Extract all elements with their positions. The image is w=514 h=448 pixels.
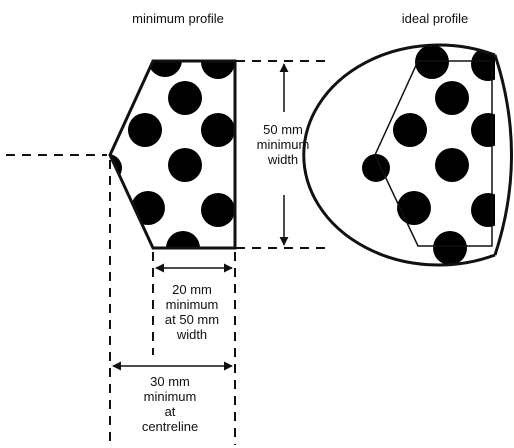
dim-50-line-2: minimum bbox=[256, 137, 310, 152]
dim-30-label: 30 mm minimum at centreline bbox=[118, 374, 222, 434]
minimum-profile-title: minimum profile bbox=[132, 11, 224, 26]
ideal-profile-dot-pattern bbox=[362, 45, 495, 265]
dim-50-label: 50 mm minimum width bbox=[246, 122, 320, 167]
dim-20-line-1: 20 mm bbox=[172, 282, 212, 297]
ideal-profile-title: ideal profile bbox=[401, 11, 469, 26]
minimum-profile-shape bbox=[108, 59, 237, 250]
minimum-profile-dot-pattern bbox=[110, 61, 235, 248]
dim-30-line-4: centreline bbox=[141, 419, 199, 434]
dim-20-label: 20 mm minimum at 50 mm width bbox=[150, 282, 234, 342]
dim-30-line-2: minimum bbox=[143, 389, 197, 404]
dim-50-line-3: width bbox=[267, 152, 299, 167]
ideal-profile-shape bbox=[302, 43, 513, 267]
dim-30-line-3: at bbox=[164, 404, 176, 419]
dim-20-line-3: at 50 mm bbox=[164, 312, 220, 327]
dim-20-line-2: minimum bbox=[165, 297, 219, 312]
dim-30-line-1: 30 mm bbox=[150, 374, 190, 389]
dim-20-line-4: width bbox=[176, 327, 208, 342]
dim-50-line-1: 50 mm bbox=[263, 122, 303, 137]
